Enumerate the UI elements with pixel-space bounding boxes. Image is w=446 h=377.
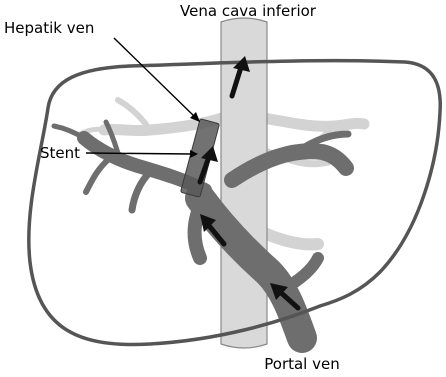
label-portal-vein: Portal ven [264,355,339,373]
hepatic-vein-right [262,118,364,126]
label-vena-cava-inferior: Vena cava inferior [180,2,317,20]
portal-vein-left-twig-1 [132,172,150,210]
hepatic-vein-lower-stub [262,232,318,244]
label-stent: Stent [40,144,80,162]
stent-pointer [86,153,192,154]
label-hepatic-vein: Hepatik ven [4,19,94,37]
portal-vein-left-twig-2 [86,158,110,192]
leader-lines [86,38,200,158]
